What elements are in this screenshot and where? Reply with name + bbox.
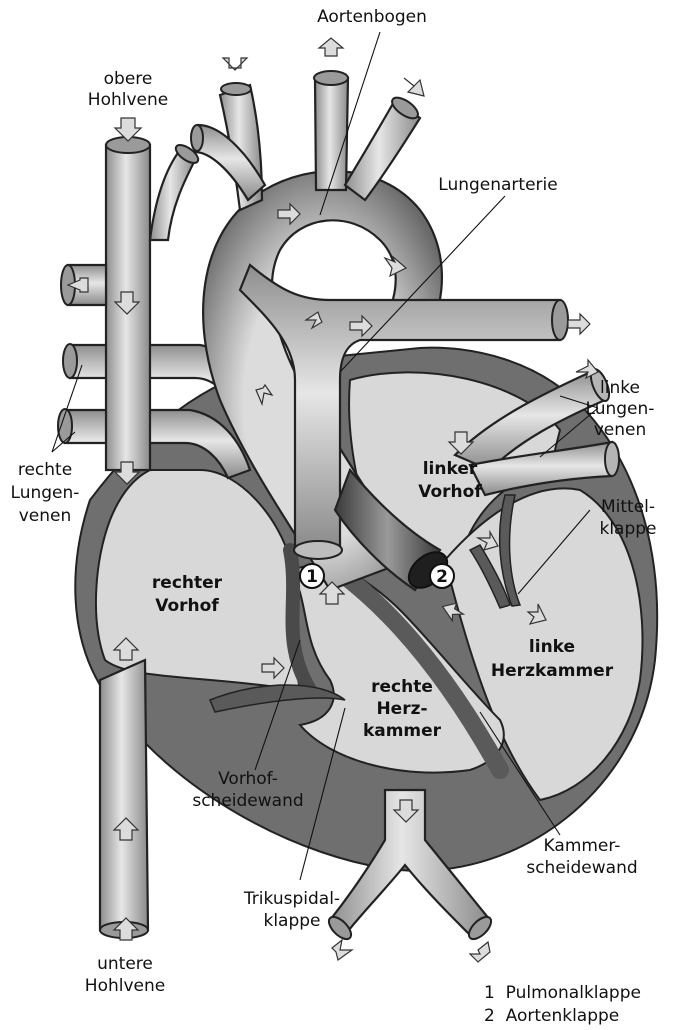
label-aortenbogen: Aortenbogen <box>317 7 427 27</box>
flow-arrow-icon <box>470 942 490 962</box>
inferior-vena-cava <box>100 660 148 938</box>
svg-text:klappe: klappe <box>263 911 320 931</box>
flow-arrow-icon <box>223 58 247 70</box>
svg-text:venen: venen <box>19 506 72 526</box>
svg-text:untere: untere <box>97 954 153 974</box>
label-untere-hohlvene: untere Hohlvene <box>85 954 165 996</box>
svg-text:scheidewand: scheidewand <box>192 791 303 811</box>
svg-text:linke: linke <box>600 378 640 398</box>
svg-text:kammer: kammer <box>363 721 442 741</box>
svg-text:Herz-: Herz- <box>376 699 427 719</box>
pulmonary-valve-badge: 1 <box>300 564 324 588</box>
svg-text:linke: linke <box>529 637 575 657</box>
svg-text:Kammer-: Kammer- <box>544 836 621 856</box>
svg-text:Mittel-: Mittel- <box>601 497 655 517</box>
flow-arrow-icon <box>404 78 424 96</box>
aortic-valve-badge: 2 <box>430 564 454 588</box>
svg-text:1: 1 <box>306 567 318 587</box>
svg-text:Hohlvene: Hohlvene <box>85 976 165 996</box>
flow-arrow-icon <box>332 940 352 960</box>
label-obere-hohlvene: obere Hohlvene <box>88 69 168 110</box>
svg-text:obere: obere <box>104 69 153 89</box>
svg-text:2: 2 <box>436 567 448 587</box>
pulmonary-valve-opening <box>294 541 342 559</box>
svg-text:scheidewand: scheidewand <box>526 858 637 878</box>
svg-text:rechte: rechte <box>371 677 433 697</box>
svg-text:venen: venen <box>594 420 647 440</box>
valve-legend: 1 Pulmonalklappe 2 Aortenklappe <box>484 983 641 1026</box>
label-rechte-lungenvenen: rechte Lungen- venen <box>11 460 80 526</box>
flow-arrow-icon <box>568 314 590 334</box>
label-kammerscheidewand: Kammer- scheidewand <box>526 836 637 878</box>
svg-text:Herzkammer: Herzkammer <box>491 661 614 681</box>
svg-text:rechter: rechter <box>152 573 223 593</box>
svg-text:Lungenarterie: Lungenarterie <box>438 175 557 195</box>
svg-text:Trikuspidal-: Trikuspidal- <box>243 889 340 909</box>
svg-text:linker: linker <box>423 459 478 479</box>
label-lungenarterie: Lungenarterie <box>438 175 557 195</box>
svg-text:rechte: rechte <box>18 460 72 480</box>
svg-text:Vorhof: Vorhof <box>155 596 219 616</box>
svg-text:Lungen-: Lungen- <box>11 483 80 503</box>
svg-text:Lungen-: Lungen- <box>586 399 655 419</box>
svg-text:klappe: klappe <box>599 519 656 539</box>
svg-text:Hohlvene: Hohlvene <box>88 90 168 110</box>
flow-arrow-icon <box>319 38 343 56</box>
svg-text:Vorhof: Vorhof <box>418 482 482 502</box>
legend-item-aortenklappe: 2 Aortenklappe <box>484 1006 619 1026</box>
svg-text:Vorhof-: Vorhof- <box>218 769 278 789</box>
svg-text:Aortenbogen: Aortenbogen <box>317 7 427 27</box>
label-trikuspidalklappe: Trikuspidal- klappe <box>243 889 340 931</box>
legend-item-pulmonalklappe: 1 Pulmonalklappe <box>484 983 641 1003</box>
